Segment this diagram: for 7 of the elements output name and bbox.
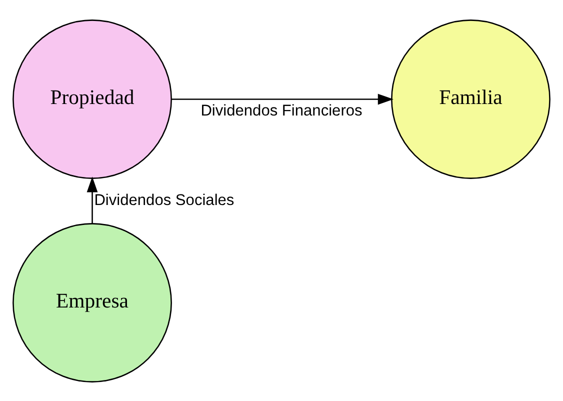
edge-label: Dividendos Financieros	[200, 102, 362, 120]
edge-label: Dividendos Sociales	[94, 192, 234, 209]
arrow	[86, 176, 98, 223]
node-circle: Empresa	[12, 222, 172, 382]
node-circle: Propiedad	[12, 19, 172, 178]
arrow	[172, 93, 394, 104]
node-circle: Familia	[391, 19, 550, 178]
